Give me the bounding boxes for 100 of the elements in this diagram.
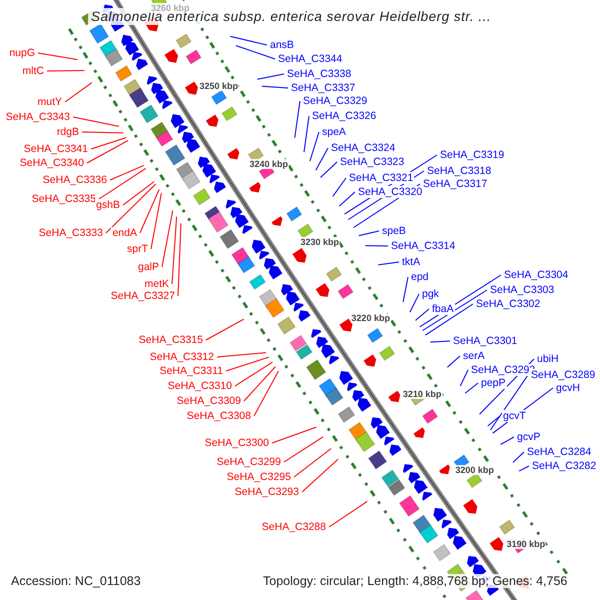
leader-line <box>206 318 244 340</box>
gene-label: SeHA_C3341 <box>22 143 89 155</box>
gene-label: SeHA_C3324 <box>330 142 396 154</box>
leader-line <box>244 366 276 402</box>
gene-label: SeHA_C3303 <box>489 284 556 296</box>
gene-label: gcvH <box>555 382 581 394</box>
leader-line <box>234 362 273 386</box>
gene-label: SeHA_C3326 <box>311 110 378 122</box>
leader-line <box>309 132 320 162</box>
gene-label: SeHA_C3312 <box>148 351 215 363</box>
gene-label: tktA <box>401 256 422 268</box>
gene-label: SeHA_C3318 <box>426 165 492 177</box>
gene-label: SeHA_C3333 <box>38 227 104 239</box>
gene-label: SeHA_C3309 <box>176 395 242 407</box>
leader-line <box>294 100 300 138</box>
leader-line <box>86 140 128 164</box>
leader-line <box>320 162 338 178</box>
gene-label: SeHA_C3338 <box>286 68 352 80</box>
leader-line <box>422 290 488 332</box>
leader-line <box>46 70 85 72</box>
leader-line <box>415 308 430 321</box>
position-label: 3230 kbp <box>300 236 340 247</box>
leader-line <box>500 436 514 445</box>
leader-line <box>518 466 530 472</box>
leader-line <box>64 82 92 102</box>
leader-line <box>106 184 156 234</box>
gene-label: mltC <box>21 65 45 77</box>
leader-line <box>464 382 478 394</box>
leader-line <box>315 148 328 171</box>
leader-line <box>162 210 174 268</box>
leader-line <box>98 168 146 200</box>
leader-line <box>236 45 276 60</box>
gene-label: SeHA_C3319 <box>439 149 506 161</box>
gene-label: fbaA <box>431 303 455 315</box>
position-label: 3210 kbp <box>402 389 442 400</box>
position-label: 3190 kbp <box>506 538 546 548</box>
leader-line <box>272 426 317 444</box>
position-label: 3260 kbp <box>150 3 191 14</box>
gene-label: serA <box>462 350 486 362</box>
leader-line <box>254 370 279 416</box>
leader-line <box>419 274 502 328</box>
gene-label: SeHA_C3327 <box>110 290 176 302</box>
position-label: 3200 kbp <box>454 465 495 476</box>
gene-label: pgk <box>421 288 440 300</box>
leader-line <box>338 192 356 207</box>
leader-line <box>328 500 368 528</box>
leader-line <box>140 188 160 234</box>
gene-label: SeHA_C3304 <box>503 269 570 281</box>
gene-label: endA <box>111 227 138 239</box>
leader-line <box>110 164 144 180</box>
leader-line <box>150 192 162 250</box>
gene-label: gshB <box>95 199 121 211</box>
leader-line <box>216 352 267 358</box>
leader-line <box>512 452 524 463</box>
gene-label: SeHA_C3344 <box>277 53 344 65</box>
leader-line <box>230 36 268 46</box>
gene-label: rdgB <box>56 126 80 138</box>
leader-line <box>364 245 388 246</box>
gene-label: SeHA_C3329 <box>302 95 368 107</box>
gene-label: SeHA_C3314 <box>390 240 456 252</box>
gene-label: SeHA_C3343 <box>4 111 71 123</box>
gene-label: speB <box>381 225 407 237</box>
gene-label: epd <box>410 271 430 283</box>
footer-text: Topology: circular; Length: 4,888,768 bp; Genes: 4,756 <box>261 574 570 588</box>
leader-line <box>487 416 500 426</box>
gene-label: SeHA_C3293 <box>234 486 300 498</box>
gene-label: nupG <box>8 47 36 59</box>
gene-label: SeHA_C3284 <box>526 446 592 458</box>
leader-line <box>178 222 182 296</box>
leader-line <box>284 436 324 462</box>
gene-label: SeHA_C3308 <box>186 410 252 422</box>
gene-label: SeHA_C3317 <box>422 178 488 190</box>
gene-label: metK <box>143 278 170 290</box>
leader-line <box>402 276 408 302</box>
position-label: 3250 kbp <box>198 80 239 91</box>
gene-label: SeHA_C3315 <box>138 334 204 346</box>
gene-label: ubiH <box>536 353 560 365</box>
leader-line <box>490 374 528 430</box>
gene-label: SeHA_C3299 <box>216 456 282 468</box>
gene-label: SeHA_C3340 <box>18 157 85 169</box>
gene-label: ansB <box>269 39 295 51</box>
leader-line <box>82 132 124 134</box>
gene-label: mutY <box>36 96 63 108</box>
gene-label: SeHA_C3300 <box>204 437 270 449</box>
gene-label: sprT <box>126 243 149 255</box>
leader-line <box>261 86 288 88</box>
gene-label: SeHA_C3323 <box>339 156 406 168</box>
gene-label: gcvT <box>502 410 527 422</box>
leader-line <box>302 458 339 492</box>
gene-label: SeHA_C3321 <box>348 172 414 184</box>
leader-line <box>424 304 474 336</box>
leader-line <box>446 356 460 368</box>
leader-line <box>256 74 284 80</box>
leader-line <box>358 230 380 236</box>
gene-label: SeHA_C3288 <box>260 521 327 533</box>
footer-text: Accession: NC_011083 <box>9 574 143 588</box>
gene-label: SeHA_C3282 <box>531 460 598 472</box>
gene-label: SeHA_C3301 <box>452 335 518 347</box>
position-label: 3240 kbp <box>248 158 290 169</box>
gene-label: SeHA_C3302 <box>475 298 542 310</box>
